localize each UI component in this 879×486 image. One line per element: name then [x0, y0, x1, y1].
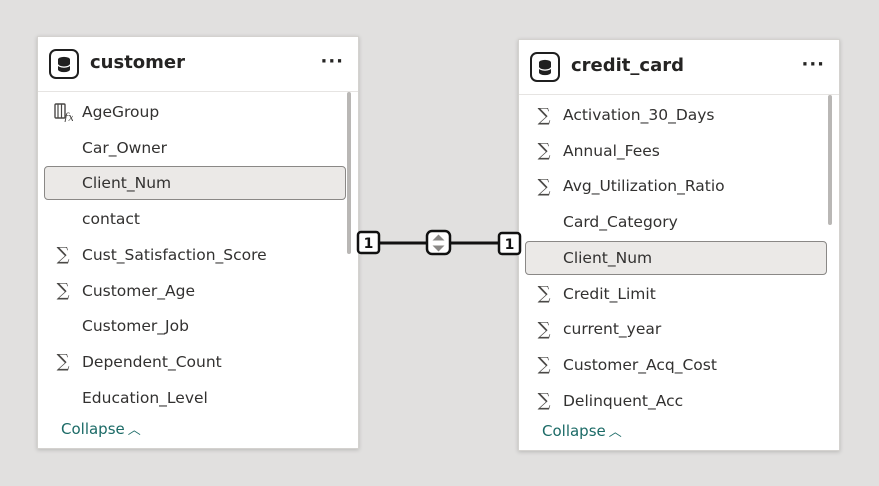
- table-title: customer: [90, 52, 186, 73]
- sigma-icon: ∑: [537, 175, 551, 197]
- collapse-label: Collapse: [61, 420, 125, 438]
- field-customer-acq-cost[interactable]: ∑ Customer_Acq_Cost: [525, 348, 827, 382]
- credit-card-table-header[interactable]: credit_card ···: [519, 40, 839, 95]
- sigma-icon: ∑: [537, 318, 551, 340]
- sigma-icon: ∑: [56, 351, 70, 373]
- field-label: Education_Level: [82, 388, 208, 407]
- calculated-column-icon: fx: [53, 102, 73, 122]
- customer-table-card[interactable]: customer ··· fx AgeGroupCar_OwnerClient_N…: [37, 36, 359, 449]
- field-label: current_year: [563, 320, 662, 339]
- field-label: Annual_Fees: [563, 141, 660, 160]
- field-avg-utilization-ratio[interactable]: ∑ Avg_Utilization_Ratio: [525, 169, 827, 203]
- sigma-icon: ∑: [537, 390, 551, 412]
- customer-table-header[interactable]: customer ···: [38, 37, 358, 92]
- field-car-owner[interactable]: Car_Owner: [44, 131, 346, 165]
- field-label: Customer_Job: [82, 317, 189, 336]
- field-label: Activation_30_Days: [563, 106, 715, 124]
- collapse-label: Collapse: [542, 422, 606, 440]
- field-label: AgeGroup: [82, 103, 160, 121]
- scrollbar[interactable]: [347, 92, 351, 254]
- field-label: Dependent_Count: [82, 352, 222, 371]
- field-annual-fees[interactable]: ∑ Annual_Fees: [525, 134, 827, 168]
- field-dependent-count[interactable]: ∑ Dependent_Count: [44, 345, 346, 379]
- cardinality-one-left: 1: [356, 230, 381, 255]
- sigma-icon: ∑: [56, 280, 70, 301]
- table-icon: [49, 49, 79, 79]
- sigma-icon: ∑: [537, 283, 551, 304]
- field-label: Avg_Utilization_Ratio: [563, 177, 725, 196]
- sigma-icon: ∑: [56, 244, 70, 266]
- field-label: Client_Num: [82, 174, 172, 193]
- field-customer-job[interactable]: Customer_Job: [44, 309, 346, 343]
- field-client-num[interactable]: Client_Num: [525, 240, 827, 275]
- more-options-icon[interactable]: ···: [801, 54, 825, 75]
- field-label: Cust_Satisfaction_Score: [82, 245, 267, 264]
- svg-text:fx: fx: [63, 111, 73, 122]
- field-label: Client_Num: [563, 248, 653, 267]
- more-options-icon[interactable]: ···: [320, 51, 344, 72]
- cross-filter-both-icon[interactable]: [425, 229, 452, 256]
- field-label: Credit_Limit: [563, 284, 656, 303]
- field-credit-limit[interactable]: ∑ Credit_Limit: [525, 277, 827, 311]
- sigma-icon: ∑: [537, 104, 551, 126]
- field-activation-30-days[interactable]: ∑ Activation_30_Days: [525, 98, 827, 132]
- field-client-num[interactable]: Client_Num: [44, 166, 346, 201]
- credit-card-table-card[interactable]: credit_card ··· ∑ Activation_30_Days ∑ Annu…: [518, 39, 840, 451]
- field-label: Card_Category: [563, 213, 678, 232]
- sigma-icon: ∑: [537, 140, 551, 162]
- field-education-level[interactable]: Education_Level: [44, 381, 346, 415]
- sigma-icon: ∑: [537, 354, 551, 376]
- field-customer-age[interactable]: ∑ Customer_Age: [44, 274, 346, 308]
- field-current-year[interactable]: ∑ current_year: [525, 312, 827, 346]
- field-delinquent-acc[interactable]: ∑ Delinquent_Acc: [525, 384, 827, 418]
- field-contact[interactable]: contact: [44, 202, 346, 236]
- cardinality-one-right: 1: [497, 231, 522, 256]
- svg-text:1: 1: [505, 237, 515, 253]
- chevron-up-icon: ︿: [127, 423, 141, 438]
- field-label: contact: [82, 210, 141, 229]
- field-label: Delinquent_Acc: [563, 391, 684, 410]
- chevron-up-icon: ︿: [608, 425, 622, 440]
- scrollbar[interactable]: [828, 95, 832, 225]
- table-title: credit_card: [571, 55, 684, 76]
- field-label: Car_Owner: [82, 138, 168, 157]
- field-card-category[interactable]: Card_Category: [525, 205, 827, 239]
- table-icon: [530, 52, 560, 82]
- collapse-button[interactable]: Collapse︿: [542, 421, 622, 440]
- field-agegroup[interactable]: fx AgeGroup: [44, 95, 346, 129]
- field-label: Customer_Age: [82, 281, 196, 300]
- field-cust-satisfaction-score[interactable]: ∑ Cust_Satisfaction_Score: [44, 238, 346, 272]
- collapse-button[interactable]: Collapse︿: [61, 419, 141, 438]
- svg-text:1: 1: [364, 236, 374, 252]
- field-label: Customer_Acq_Cost: [563, 355, 717, 374]
